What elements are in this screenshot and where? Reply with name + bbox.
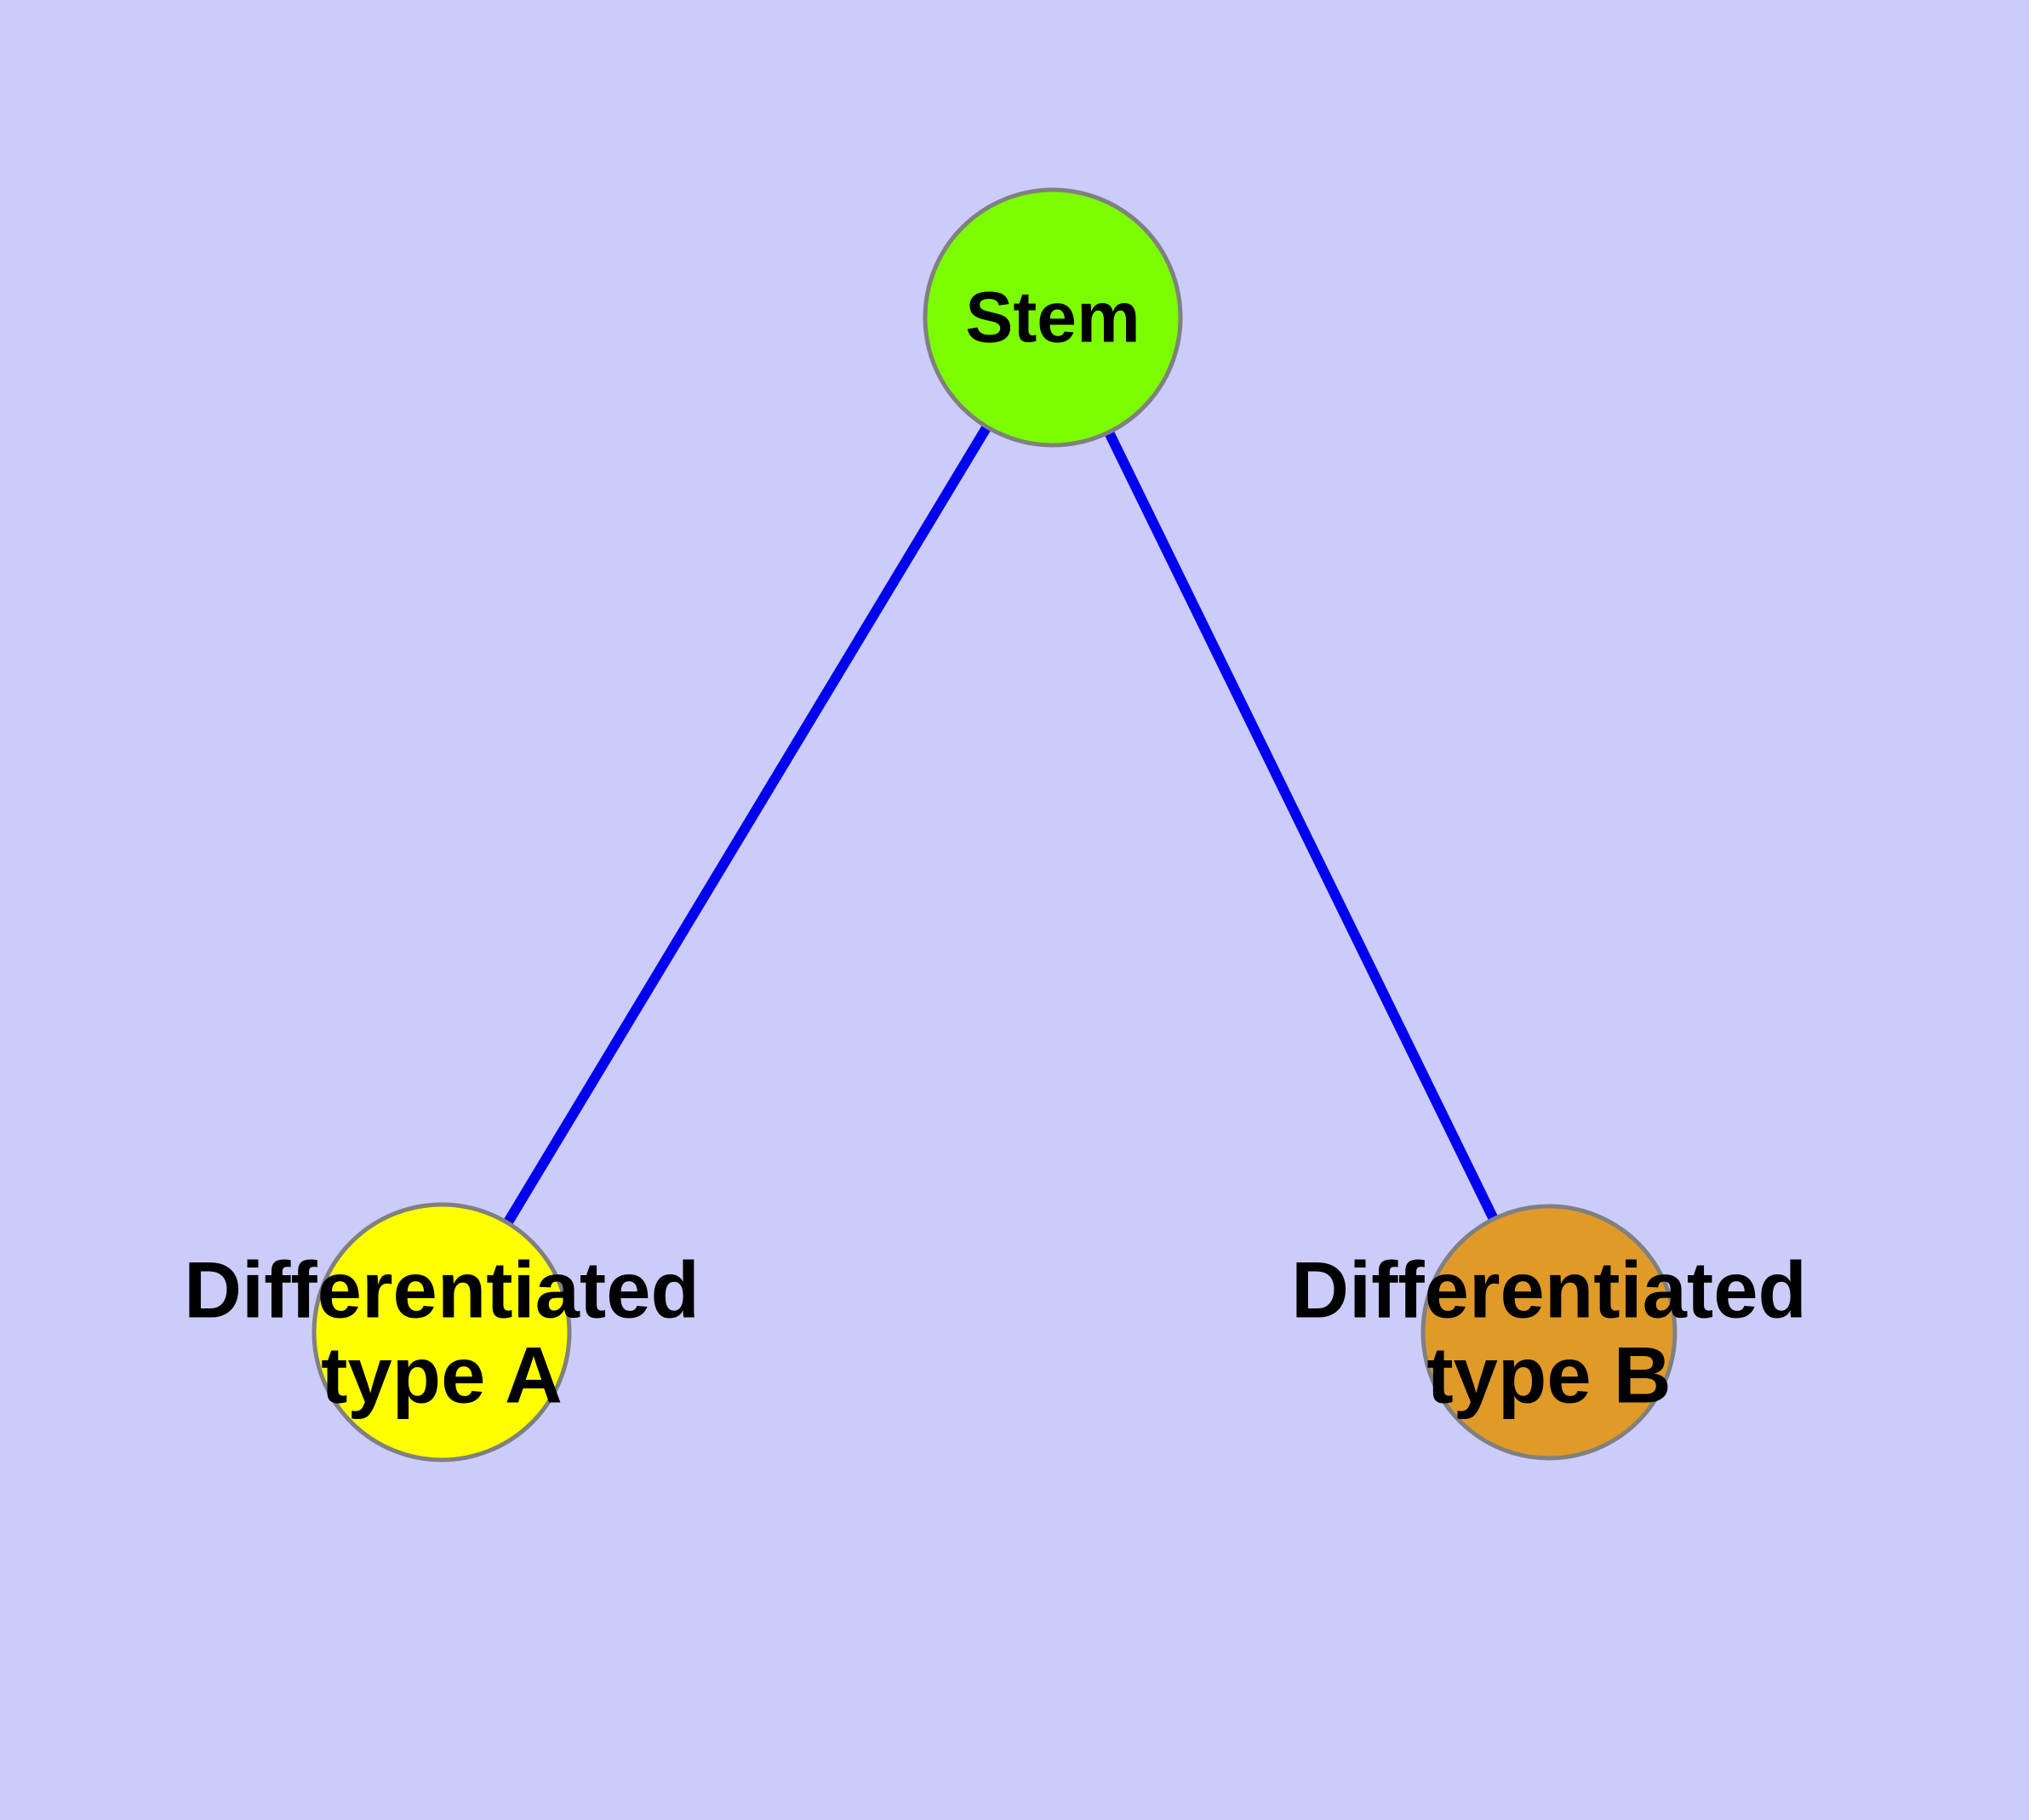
- edge-stem-to-diff-a[interactable]: [502, 422, 992, 1228]
- edge-stem-to-diff-b[interactable]: [1103, 428, 1500, 1223]
- node-stem-circle[interactable]: [923, 187, 1183, 448]
- node-layer: [311, 187, 1677, 1462]
- node-diff-a-circle[interactable]: [311, 1202, 572, 1462]
- node-diff-b-circle[interactable]: [1420, 1204, 1677, 1461]
- edge-layer: [502, 422, 1500, 1228]
